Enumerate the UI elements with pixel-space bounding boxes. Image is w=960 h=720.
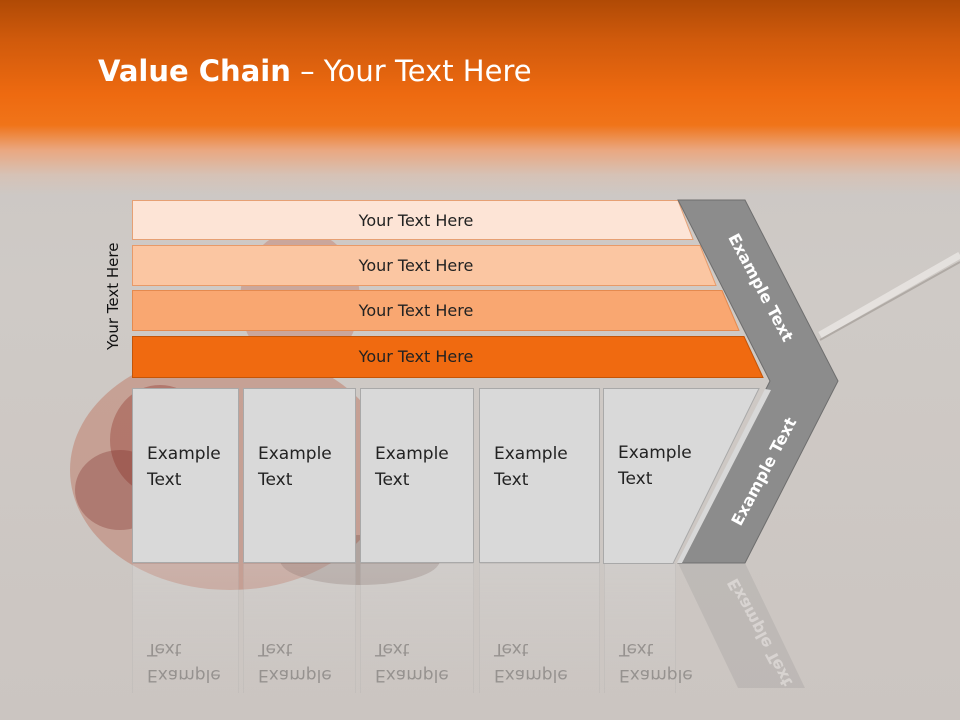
- chevron-inner-shade: [677, 389, 771, 563]
- bar-3-shape: [132, 290, 740, 331]
- bar-2[interactable]: Your Text Here: [132, 245, 717, 286]
- bar-4-shape: [132, 336, 764, 378]
- reflection-chevron: [678, 563, 805, 688]
- bar-1[interactable]: Your Text Here: [132, 200, 694, 240]
- chevron-polygon: [677, 199, 839, 564]
- slide-title: Value Chain – Your Text Here: [98, 54, 532, 88]
- bar-4-label: Your Text Here: [358, 346, 474, 366]
- bar-2-label: Your Text Here: [358, 255, 474, 275]
- bar-2-shape: [132, 245, 717, 286]
- bar-1-shape: [132, 200, 694, 240]
- bar-4[interactable]: Your Text Here: [132, 336, 764, 378]
- title-bold: Value Chain: [98, 54, 291, 88]
- example-box-5-shape: [603, 388, 760, 564]
- bar-1-label: Your Text Here: [358, 210, 474, 230]
- bar-3[interactable]: Your Text Here: [132, 290, 740, 331]
- title-rest: – Your Text Here: [290, 54, 532, 88]
- bar-3-label: Your Text Here: [358, 300, 474, 320]
- header-band: [0, 0, 960, 195]
